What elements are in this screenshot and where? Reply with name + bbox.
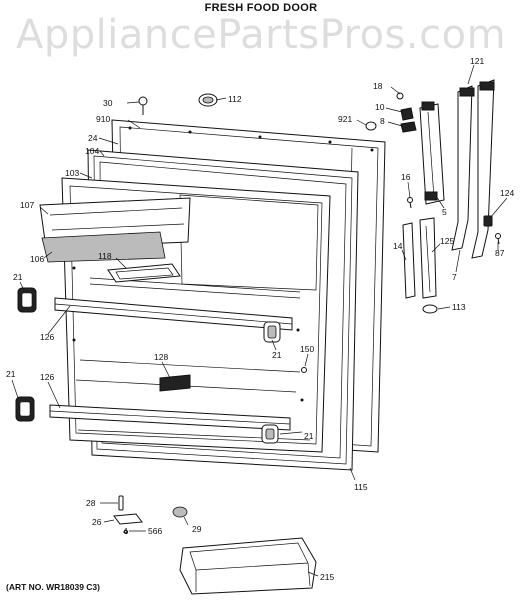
shelf-end-cap-upper-right — [263, 321, 281, 343]
label-18: 18 — [373, 81, 383, 91]
trim-piece — [159, 374, 191, 392]
label-30: 30 — [103, 98, 113, 108]
part-labels: 18 121 30 112 10 910 921 8 24 104 103 16… — [6, 56, 514, 582]
label-113: 113 — [452, 302, 466, 312]
label-103: 103 — [65, 168, 79, 178]
handle-trim-right — [419, 217, 437, 299]
dairy-door — [39, 197, 191, 263]
label-566: 566 — [148, 526, 162, 536]
shelf-end-cap-upper-left — [17, 287, 37, 313]
label-21-lower-left: 21 — [6, 369, 16, 379]
label-29: 29 — [192, 524, 202, 534]
label-14: 14 — [393, 241, 403, 251]
door-handle — [451, 79, 495, 259]
label-121: 121 — [470, 56, 484, 66]
label-24: 24 — [88, 133, 98, 143]
label-112: 112 — [228, 94, 242, 104]
screw-30 — [138, 96, 148, 115]
hinge-assembly — [365, 92, 417, 133]
label-21-upper-left: 21 — [13, 272, 23, 282]
art-number: (ART NO. WR18039 C3) — [6, 582, 100, 592]
door-shelf-upper — [54, 297, 293, 331]
small-hardware — [113, 495, 188, 535]
handle-end-cap — [483, 215, 493, 227]
label-21-upper-right: 21 — [272, 350, 282, 360]
shelf-end-cap-lower-left — [15, 396, 35, 422]
label-21-lower-right: 21 — [304, 431, 314, 441]
label-126-lower: 126 — [40, 372, 54, 382]
handle-trim-left — [402, 222, 416, 299]
label-125: 125 — [440, 236, 454, 246]
door-shelf-lower — [49, 404, 291, 431]
plug-button — [198, 93, 218, 107]
screw-16 — [407, 197, 413, 209]
label-215: 215 — [320, 572, 334, 582]
label-28: 28 — [86, 498, 96, 508]
screw-150 — [301, 367, 307, 373]
butter-dish — [107, 263, 181, 283]
label-150: 150 — [300, 344, 314, 354]
label-104: 104 — [85, 146, 99, 156]
watermark: AppliancePartsPros.com — [15, 12, 507, 58]
label-921: 921 — [338, 114, 352, 124]
diagram-title: FRESH FOOD DOOR — [204, 2, 318, 14]
label-107: 107 — [20, 200, 34, 210]
screw-87 — [495, 233, 501, 245]
label-4: 4 — [123, 526, 128, 536]
label-7: 7 — [452, 272, 457, 282]
label-124: 124 — [500, 188, 514, 198]
label-118: 118 — [98, 251, 112, 261]
label-128: 128 — [154, 352, 168, 362]
hinge-bracket — [419, 101, 445, 205]
label-8: 8 — [380, 116, 385, 126]
leader-lines — [11, 64, 508, 577]
label-115: 115 — [354, 482, 368, 492]
label-126-upper: 126 — [40, 332, 54, 342]
label-10: 10 — [375, 102, 385, 112]
label-910: 910 — [96, 114, 110, 124]
label-5: 5 — [442, 207, 447, 217]
label-16: 16 — [401, 172, 411, 182]
shelf-end-cap-lower-right — [261, 424, 279, 444]
cap-113 — [422, 304, 438, 314]
label-87: 87 — [495, 248, 505, 258]
label-106: 106 — [30, 254, 44, 264]
door-bin — [179, 537, 317, 595]
label-26: 26 — [92, 517, 102, 527]
